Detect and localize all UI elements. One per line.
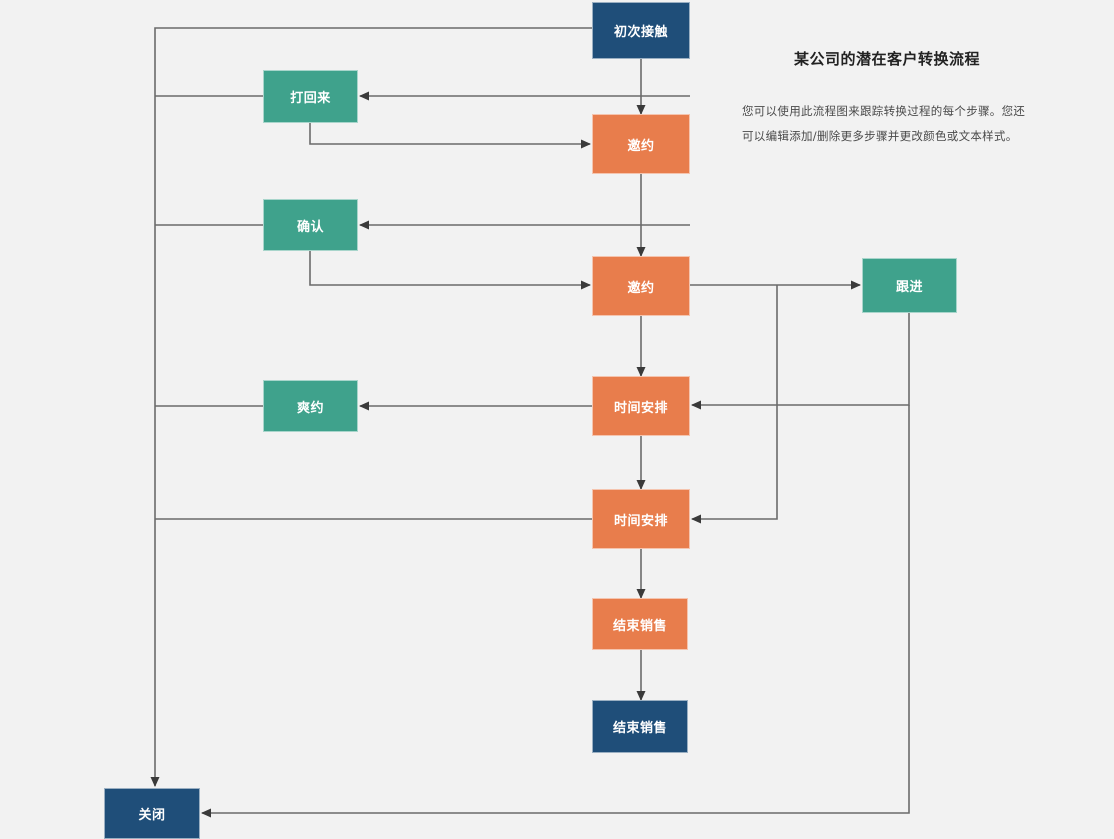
- node-label: 爽约: [296, 400, 324, 416]
- node-label: 关闭: [138, 808, 166, 823]
- node-follow-up[interactable]: 跟进: [862, 258, 957, 313]
- node-label: 时间安排: [613, 513, 668, 529]
- node-schedule-1[interactable]: 时间安排: [592, 376, 690, 436]
- node-no-show[interactable]: 爽约: [263, 380, 358, 432]
- node-invite-1[interactable]: 邀约: [592, 114, 690, 174]
- node-label: 确认: [296, 219, 324, 235]
- node-label: 邀约: [627, 280, 655, 296]
- node-close-sale-2[interactable]: 结束销售: [592, 700, 688, 753]
- node-label: 初次接触: [613, 25, 668, 40]
- node-label: 打回来: [290, 91, 331, 106]
- connector-confirm-to-invite-2: [309, 251, 591, 290]
- connector-call-back-to-invite-1: [309, 123, 591, 149]
- connector-first-contact-to-spine: [150, 27, 592, 787]
- node-label: 结束销售: [612, 721, 667, 736]
- node-schedule-2[interactable]: 时间安排: [592, 489, 690, 549]
- node-label: 结束销售: [612, 618, 667, 634]
- node-label: 邀约: [627, 138, 655, 154]
- node-confirm[interactable]: 确认: [263, 199, 358, 251]
- connector-follow-up-to-schedule-1: [691, 313, 910, 410]
- connector-follow-up-to-closed: [201, 405, 910, 818]
- node-invite-2[interactable]: 邀约: [592, 256, 690, 316]
- node-closed[interactable]: 关闭: [104, 788, 200, 839]
- node-label: 跟进: [895, 280, 923, 295]
- node-close-sale-1[interactable]: 结束销售: [592, 598, 688, 650]
- node-call-back[interactable]: 打回来: [263, 70, 358, 123]
- node-first-contact[interactable]: 初次接触: [592, 2, 690, 59]
- title-block: 某公司的潜在客户转换流程 您可以使用此流程图来跟踪转换过程的每个步骤。您还可以编…: [742, 48, 1032, 148]
- page-title: 某公司的潜在客户转换流程: [793, 50, 980, 68]
- page-description: 您可以使用此流程图来跟踪转换过程的每个步骤。您还可以编辑添加/删除更多步骤并更改…: [742, 104, 1026, 143]
- connector-invite-2-right-branch-down: [691, 285, 778, 524]
- node-label: 时间安排: [613, 400, 668, 416]
